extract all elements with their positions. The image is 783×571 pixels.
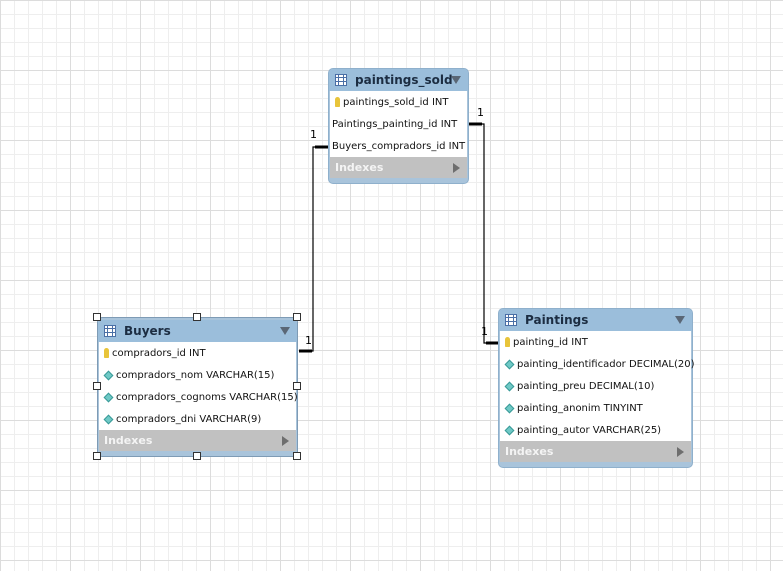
column-label: painting_preu DECIMAL(10): [517, 380, 655, 392]
column-row[interactable]: Paintings_painting_id INT: [330, 113, 467, 135]
column-label: paintings_sold_id INT: [343, 96, 449, 108]
column-list: compradors_id INT compradors_nom VARCHAR…: [99, 342, 298, 430]
column-diamond-icon: [504, 359, 515, 369]
connector-line[interactable]: [469, 123, 498, 344]
column-diamond-icon: [103, 392, 114, 402]
connector-line[interactable]: [299, 146, 328, 352]
cardinality-label: 1: [477, 106, 484, 119]
column-row[interactable]: painting_autor VARCHAR(25): [500, 419, 691, 441]
expand-arrow-icon[interactable]: [453, 163, 460, 173]
table-paintings-sold[interactable]: paintings_sold paintings_sold_id INT Pai…: [328, 68, 469, 184]
column-row[interactable]: compradors_id INT: [99, 342, 296, 364]
key-icon: [505, 337, 510, 347]
table-title: Paintings: [525, 313, 589, 327]
collapse-arrow-icon[interactable]: [675, 316, 685, 324]
indexes-section[interactable]: Indexes: [330, 157, 467, 178]
column-row[interactable]: painting_id INT: [500, 331, 691, 353]
relationship-sold-buyers[interactable]: 1 1: [299, 128, 328, 353]
column-diamond-icon: [504, 381, 515, 391]
indexes-label: Indexes: [505, 445, 554, 458]
table-header[interactable]: Buyers: [98, 320, 297, 342]
resize-handle-top-left[interactable]: [93, 313, 101, 321]
column-label: painting_autor VARCHAR(25): [517, 424, 662, 436]
key-icon: [335, 97, 340, 107]
column-list: painting_id INT painting_identificador D…: [500, 331, 695, 441]
column-label: compradors_id INT: [112, 347, 206, 359]
table-title: paintings_sold: [355, 73, 453, 87]
cardinality-label: 1: [305, 334, 312, 347]
relationship-sold-paintings[interactable]: 1 1: [469, 106, 498, 345]
column-row[interactable]: painting_preu DECIMAL(10): [500, 375, 691, 397]
column-list: paintings_sold_id INT Paintings_painting…: [330, 91, 467, 157]
column-label: Buyers_compradors_id INT: [332, 140, 466, 152]
column-row[interactable]: Buyers_compradors_id INT: [330, 135, 467, 157]
column-row[interactable]: painting_identificador DECIMAL(20): [500, 353, 695, 375]
column-row[interactable]: compradors_cognoms VARCHAR(15): [99, 386, 298, 408]
collapse-arrow-icon[interactable]: [451, 76, 461, 84]
resize-handle-top-right[interactable]: [293, 313, 301, 321]
expand-arrow-icon[interactable]: [677, 447, 684, 457]
indexes-section[interactable]: Indexes: [500, 441, 691, 462]
column-label: compradors_cognoms VARCHAR(15): [116, 391, 298, 403]
resize-handle-right[interactable]: [293, 382, 301, 390]
column-label: compradors_dni VARCHAR(9): [116, 413, 262, 425]
column-row[interactable]: compradors_dni VARCHAR(9): [99, 408, 296, 430]
key-icon: [104, 348, 109, 358]
column-label: compradors_nom VARCHAR(15): [116, 369, 275, 381]
resize-handle-top[interactable]: [193, 313, 201, 321]
column-diamond-icon: [103, 370, 114, 380]
column-diamond-icon: [504, 425, 515, 435]
cardinality-label: 1: [481, 325, 488, 338]
table-buyers[interactable]: Buyers compradors_id INT compradors_nom …: [97, 317, 298, 457]
table-paintings[interactable]: Paintings painting_id INT painting_ident…: [498, 308, 695, 468]
indexes-label: Indexes: [104, 434, 153, 447]
table-icon: [505, 314, 517, 326]
resize-handle-bottom-right[interactable]: [293, 452, 301, 460]
table-header[interactable]: Paintings: [499, 309, 692, 331]
column-label: painting_identificador DECIMAL(20): [517, 358, 695, 370]
column-label: painting_anonim TINYINT: [517, 402, 643, 414]
column-row[interactable]: painting_anonim TINYINT: [500, 397, 691, 419]
resize-handle-bottom-left[interactable]: [93, 452, 101, 460]
column-diamond-icon: [504, 403, 515, 413]
table-header[interactable]: paintings_sold: [329, 69, 468, 91]
column-row[interactable]: paintings_sold_id INT: [330, 91, 467, 113]
column-label: painting_id INT: [513, 336, 588, 348]
expand-arrow-icon[interactable]: [282, 436, 289, 446]
cardinality-label: 1: [310, 128, 317, 141]
column-row[interactable]: compradors_nom VARCHAR(15): [99, 364, 296, 386]
collapse-arrow-icon[interactable]: [280, 327, 290, 335]
indexes-label: Indexes: [335, 161, 384, 174]
resize-handle-bottom[interactable]: [193, 452, 201, 460]
table-title: Buyers: [124, 324, 171, 338]
table-icon: [104, 325, 116, 337]
column-diamond-icon: [103, 414, 114, 424]
column-label: Paintings_painting_id INT: [332, 118, 458, 130]
table-icon: [335, 74, 347, 86]
resize-handle-left[interactable]: [93, 382, 101, 390]
indexes-section[interactable]: Indexes: [99, 430, 296, 451]
